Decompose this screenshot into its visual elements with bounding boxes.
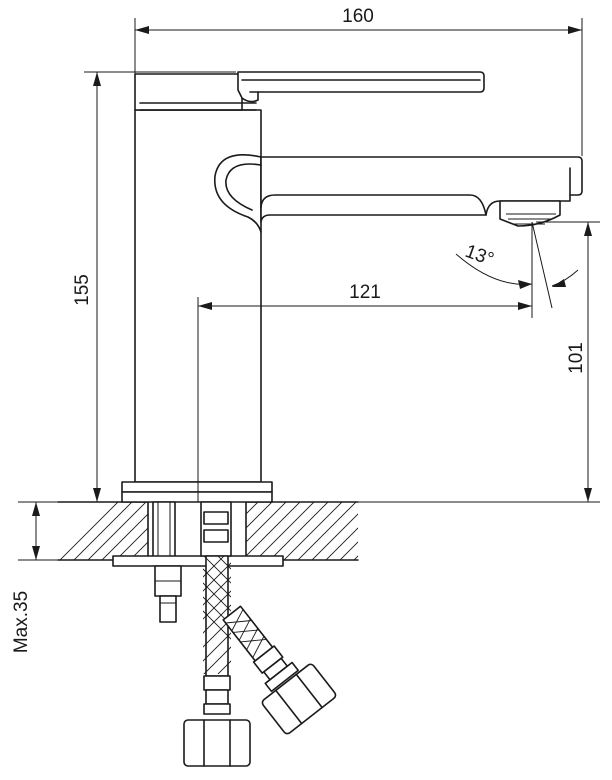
dimension-label-reach: 121 bbox=[349, 282, 381, 303]
fixing-stud bbox=[159, 595, 177, 623]
dimension-label-counter: Max.35 bbox=[11, 591, 32, 653]
dimension-spout-height: 101 bbox=[358, 221, 600, 503]
dimension-label-width: 160 bbox=[342, 6, 374, 27]
hose-nut-straight bbox=[183, 719, 251, 767]
dimension-overall-width: 160 bbox=[134, 6, 583, 156]
hose-nut-angled bbox=[261, 663, 337, 735]
dimension-spout-reach: 121 bbox=[197, 282, 532, 502]
dimension-label-height: 155 bbox=[72, 274, 93, 306]
mounting-plate bbox=[112, 555, 284, 567]
dimension-label-angle: 13° bbox=[462, 241, 496, 271]
dimension-counter-thickness: Max.35 bbox=[11, 501, 58, 653]
supply-hose-angled bbox=[222, 605, 337, 735]
dimension-overall-height: 155 bbox=[72, 71, 236, 502]
supply-hose-straight bbox=[183, 501, 251, 767]
dimension-aerator-angle: 13° bbox=[455, 221, 579, 318]
aerator bbox=[499, 200, 561, 227]
lever-handle bbox=[237, 71, 485, 103]
base-flange-lower bbox=[121, 491, 273, 503]
mounting-hardware bbox=[112, 501, 284, 623]
dimension-label-spout-height: 101 bbox=[566, 342, 587, 374]
faucet-cap bbox=[134, 73, 243, 111]
faucet-spout bbox=[260, 156, 583, 223]
base-flange-upper bbox=[121, 481, 273, 493]
